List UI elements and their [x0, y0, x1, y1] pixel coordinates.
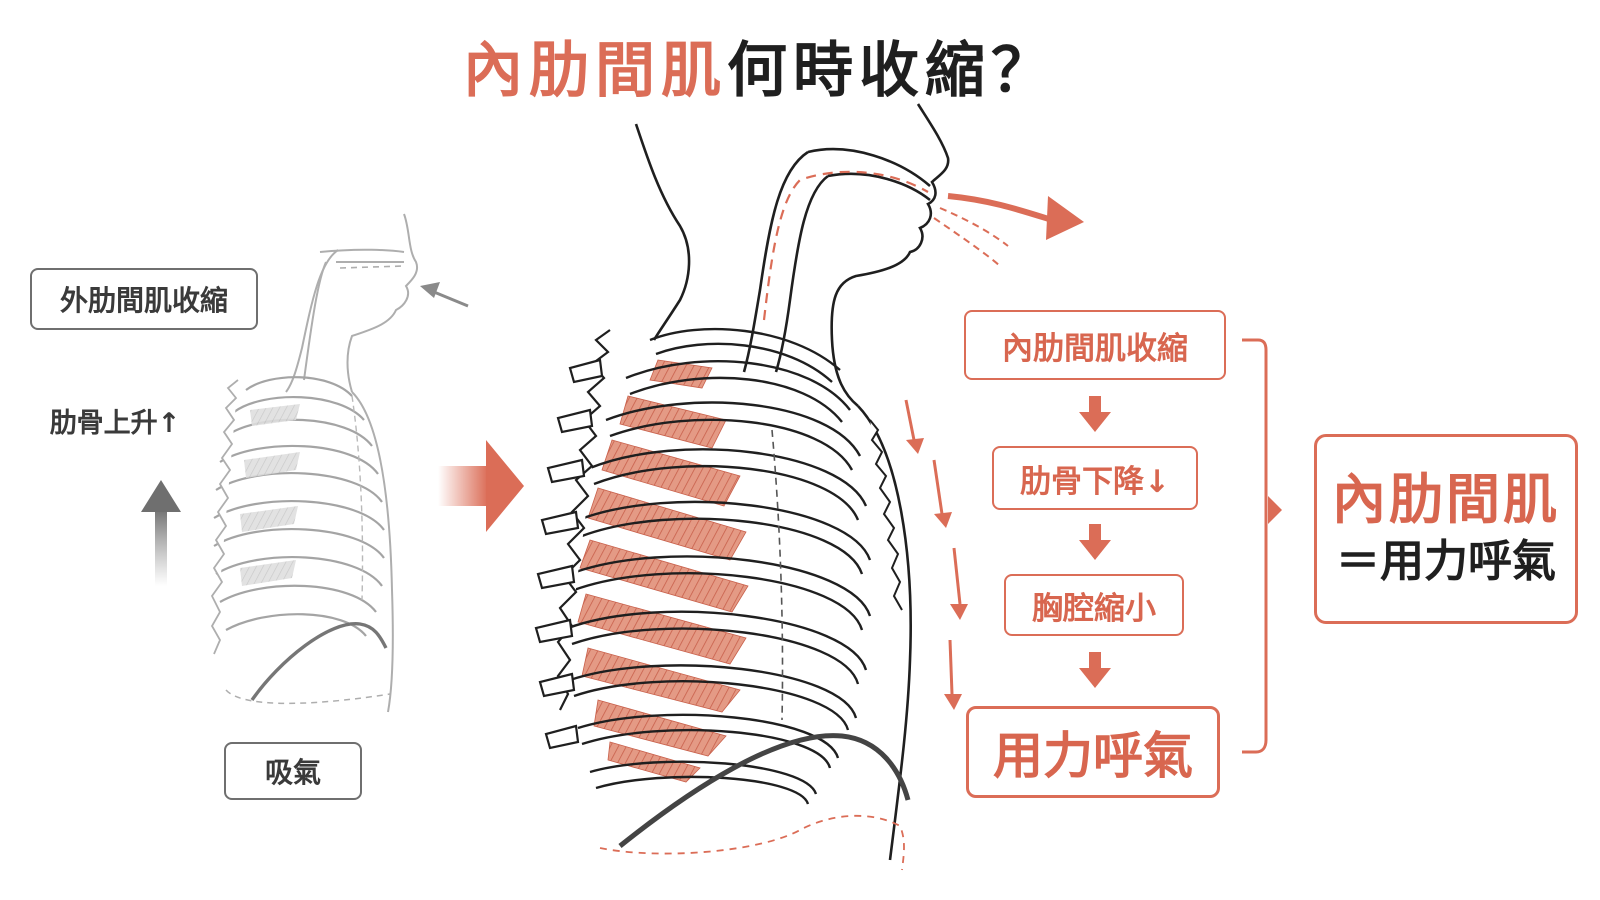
rib-rise-arrow-icon — [141, 480, 181, 586]
inhale-label: 吸氣 — [224, 742, 362, 800]
summary-box: 內肋間肌 ＝用力呼氣 — [1314, 434, 1578, 624]
summary-bracket — [1242, 340, 1266, 752]
external-intercostal-label: 外肋間肌收縮 — [30, 268, 258, 330]
flow-step-internal-contract: 內肋間肌收縮 — [964, 310, 1226, 380]
flow-step-rib-descend: 肋骨下降↓ — [992, 446, 1198, 510]
rib-rise-label: 肋骨上升↑ — [30, 398, 200, 442]
flow-step-forced-exhale: 用力呼氣 — [966, 706, 1220, 798]
summary-line-2: ＝用力呼氣 — [1336, 533, 1556, 591]
summary-line-1: 內肋間肌 — [1332, 467, 1560, 533]
transition-arrow-icon — [438, 440, 524, 532]
inhale-air-arrow — [420, 282, 468, 306]
flow-step-chest-shrink: 胸腔縮小 — [1004, 574, 1184, 636]
exhale-torso-figure — [536, 104, 948, 870]
flow-arrows-icon — [1079, 396, 1111, 688]
exhale-air-arrow-icon — [934, 196, 1084, 266]
